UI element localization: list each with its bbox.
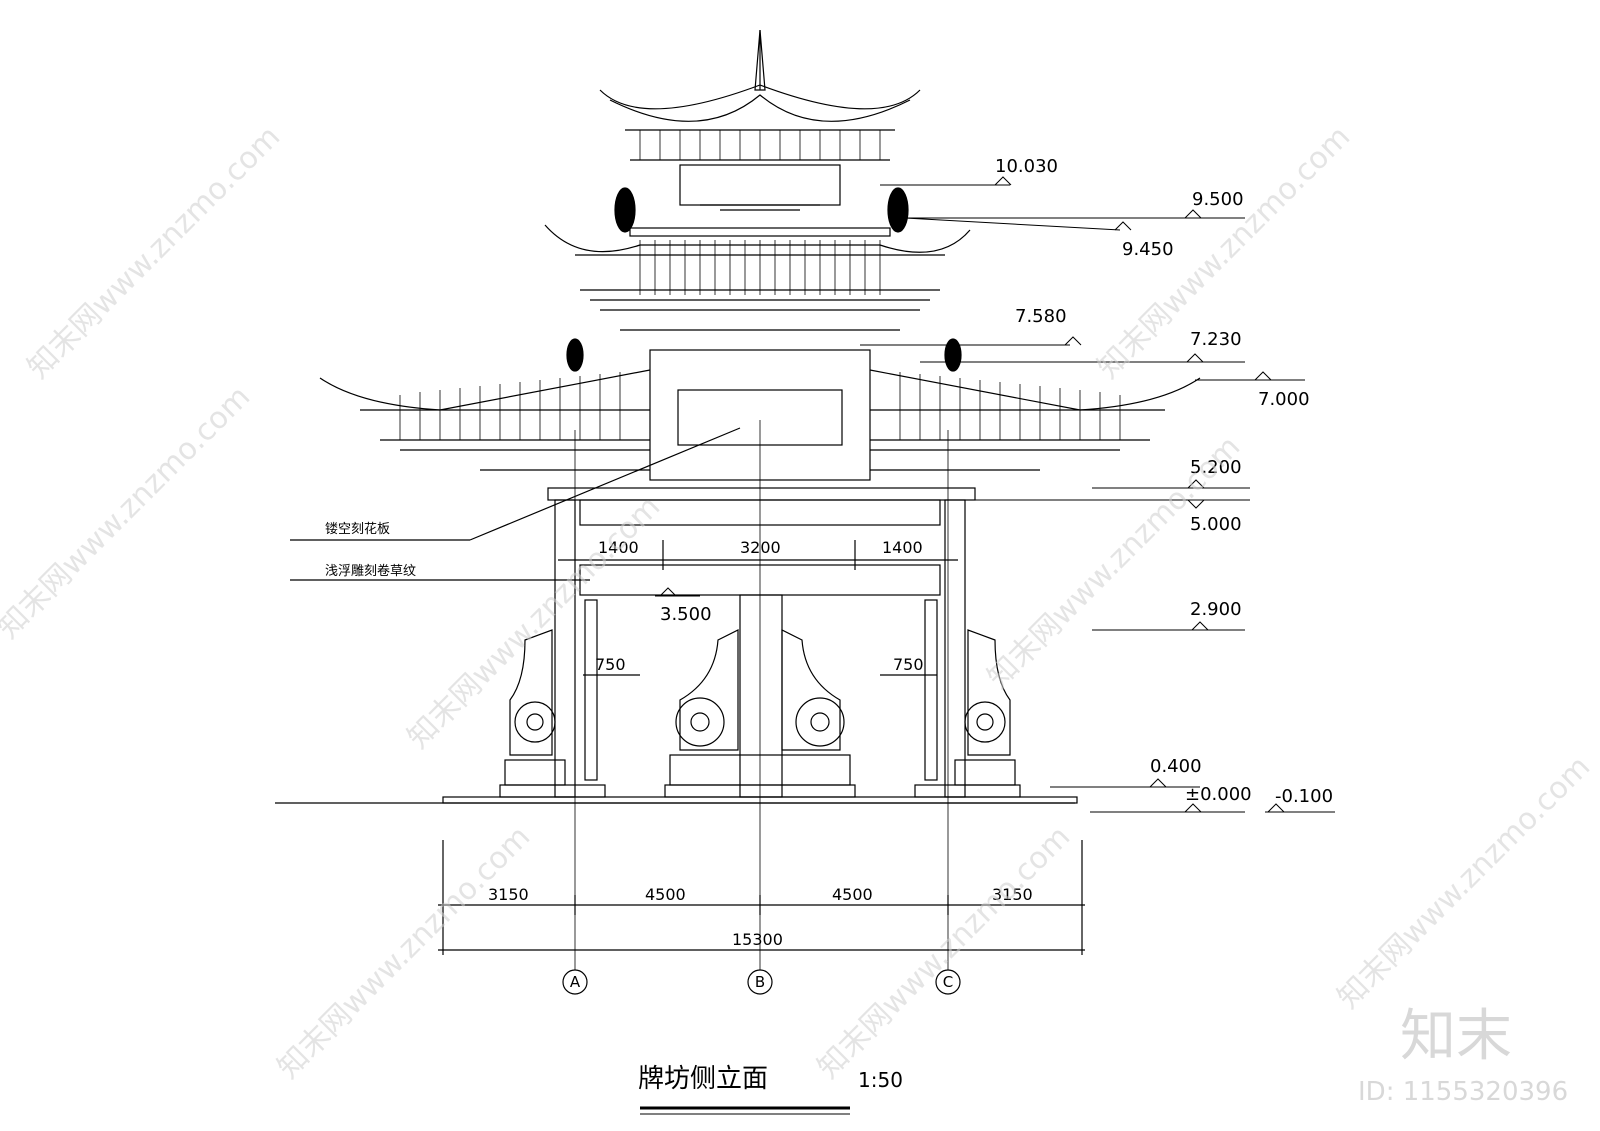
watermark-text: 知末网www.znzmo.com <box>811 819 1077 1085</box>
dim-3150-right: 3150 <box>992 885 1033 904</box>
elev-3500: 3.500 <box>660 604 712 625</box>
middle-roof <box>544 224 971 331</box>
roof-ornament <box>614 187 636 233</box>
dim-4500-left: 4500 <box>645 885 686 904</box>
roof-ornament <box>887 187 909 233</box>
axis-label-c: C <box>943 973 953 991</box>
drawing-scale: 1:50 <box>858 1068 903 1092</box>
watermark-text: 知末网www.znzmo.com <box>0 379 257 645</box>
axis-bubble-c <box>935 969 961 995</box>
watermark-text: 知末网www.znzmo.com <box>21 119 287 385</box>
elev-5200: 5.200 <box>1190 457 1242 478</box>
elev-9450: 9.450 <box>1122 239 1174 260</box>
elev-7230: 7.230 <box>1190 329 1242 350</box>
roof-ornament <box>566 338 584 372</box>
elev-minus-0100: -0.100 <box>1275 786 1333 807</box>
axis-bubble-b <box>747 969 773 995</box>
elev-7000: 7.000 <box>1258 389 1310 410</box>
elev-9500: 9.500 <box>1192 189 1244 210</box>
dim-3150-left: 3150 <box>488 885 529 904</box>
elevation-leaders <box>655 176 1335 813</box>
span-750-right: 750 <box>893 655 924 674</box>
annotation-relief: 浅浮雕刻卷草纹 <box>325 563 416 579</box>
axis-bubble-a <box>562 969 588 995</box>
span-3200: 3200 <box>740 538 781 557</box>
side-roofs <box>319 369 1201 471</box>
elev-0000: ±0.000 <box>1185 784 1252 805</box>
top-roof <box>599 29 921 211</box>
elev-5000: 5.000 <box>1190 514 1242 535</box>
drawing-title: 牌坊侧立面 <box>638 1064 768 1094</box>
span-1400-left: 1400 <box>598 538 639 557</box>
annotation-carved-panel: 镂空刻花板 <box>325 521 390 537</box>
dim-4500-right: 4500 <box>832 885 873 904</box>
watermark-text: 知末网www.znzmo.com <box>401 489 667 755</box>
image-id: ID: 1155320396 <box>1358 1077 1568 1107</box>
elev-2900: 2.900 <box>1190 599 1242 620</box>
watermark-text: 知末网www.znzmo.com <box>1331 749 1597 1015</box>
span-1400-right: 1400 <box>882 538 923 557</box>
elev-7580: 7.580 <box>1015 306 1067 327</box>
dim-overall: 15300 <box>732 930 783 949</box>
main-beam <box>547 487 976 501</box>
roof-ornament <box>944 338 962 372</box>
span-750-left: 750 <box>595 655 626 674</box>
watermark-text: 知末网www.znzmo.com <box>271 819 537 1085</box>
elev-0400: 0.400 <box>1150 756 1202 777</box>
axis-label-b: B <box>755 973 765 991</box>
brand-logo: 知末 <box>1400 1004 1512 1069</box>
watermark-text: 知末网www.znzmo.com <box>981 429 1247 695</box>
axis-label-a: A <box>570 973 581 991</box>
bottom-dimensions <box>438 840 1085 955</box>
elev-10030: 10.030 <box>995 156 1058 177</box>
